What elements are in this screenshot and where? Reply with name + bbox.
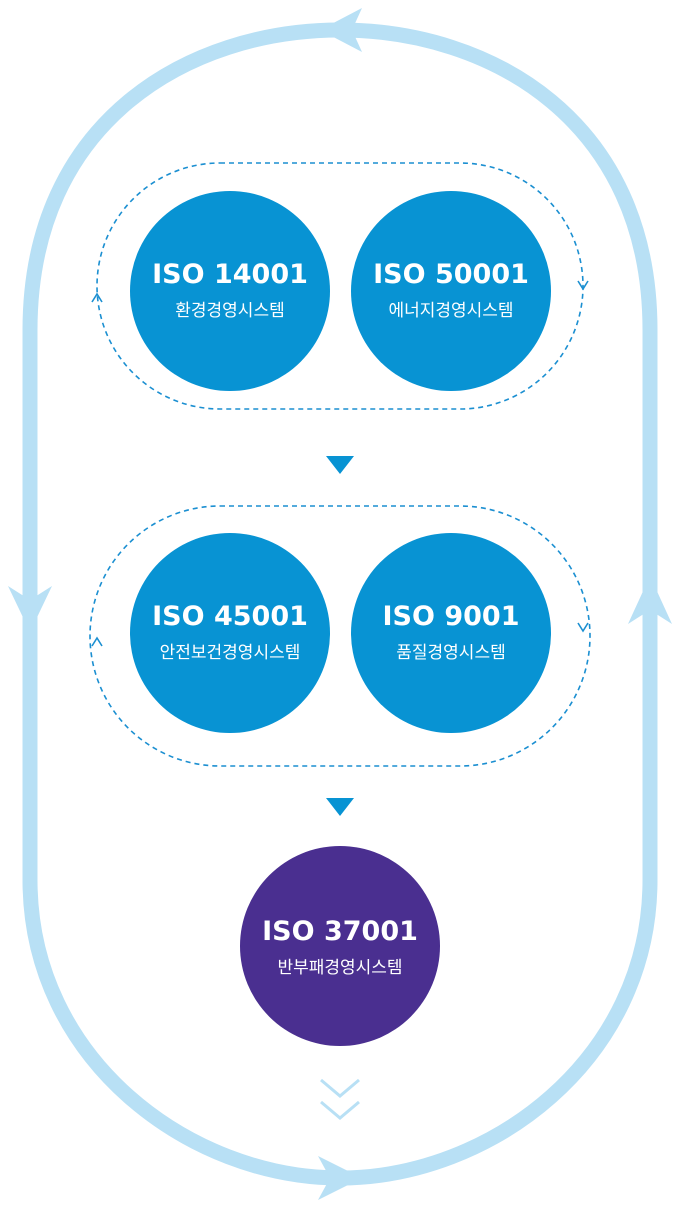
node-circle xyxy=(130,191,330,391)
node-iso-45001: ISO 45001 안전보건경영시스템 xyxy=(130,533,330,733)
node-iso-14001: ISO 14001 환경경영시스템 xyxy=(130,191,330,391)
node-title: ISO 45001 xyxy=(152,601,308,632)
cycle-arrow-left-icon xyxy=(8,586,52,632)
dashed-loop-2 xyxy=(89,505,591,767)
group-1: ISO 14001 환경경영시스템 ISO 50001 에너지경영시스템 xyxy=(91,162,589,410)
node-subtitle: 환경경영시스템 xyxy=(175,301,284,321)
node-circle xyxy=(130,533,330,733)
node-title: ISO 37001 xyxy=(262,916,418,947)
node-subtitle: 에너지경영시스템 xyxy=(388,301,513,321)
cycle-ring xyxy=(8,8,672,1200)
node-circle xyxy=(351,191,551,391)
loop-arrow-left-1-icon xyxy=(91,292,103,303)
node-subtitle: 안전보건경영시스템 xyxy=(160,643,301,663)
node-iso-9001: ISO 9001 품질경영시스템 xyxy=(351,533,551,733)
node-iso-37001: ISO 37001 반부패경영시스템 xyxy=(240,846,440,1046)
cycle-arrow-top-icon xyxy=(320,8,362,52)
double-chevron-down-icon xyxy=(320,1078,360,1120)
node-circle xyxy=(240,846,440,1046)
node-subtitle: 품질경영시스템 xyxy=(396,643,505,663)
cycle-arrow-bottom-icon xyxy=(318,1156,362,1200)
step-arrow-2-icon xyxy=(326,798,354,816)
node-circle xyxy=(351,533,551,733)
loop-arrow-right-2-icon xyxy=(577,622,589,633)
node-subtitle: 반부패경영시스템 xyxy=(277,958,402,978)
node-title: ISO 50001 xyxy=(373,259,529,290)
cycle-arrow-right-icon xyxy=(628,576,672,624)
node-iso-50001: ISO 50001 에너지경영시스템 xyxy=(351,191,551,391)
group-2: ISO 45001 안전보건경영시스템 ISO 9001 품질경영시스템 xyxy=(89,505,591,767)
loop-arrow-left-2-icon xyxy=(91,636,103,647)
node-title: ISO 14001 xyxy=(152,259,308,290)
step-arrow-1-icon xyxy=(326,456,354,474)
loop-arrow-right-1-icon xyxy=(577,280,589,291)
node-title: ISO 9001 xyxy=(383,601,520,632)
